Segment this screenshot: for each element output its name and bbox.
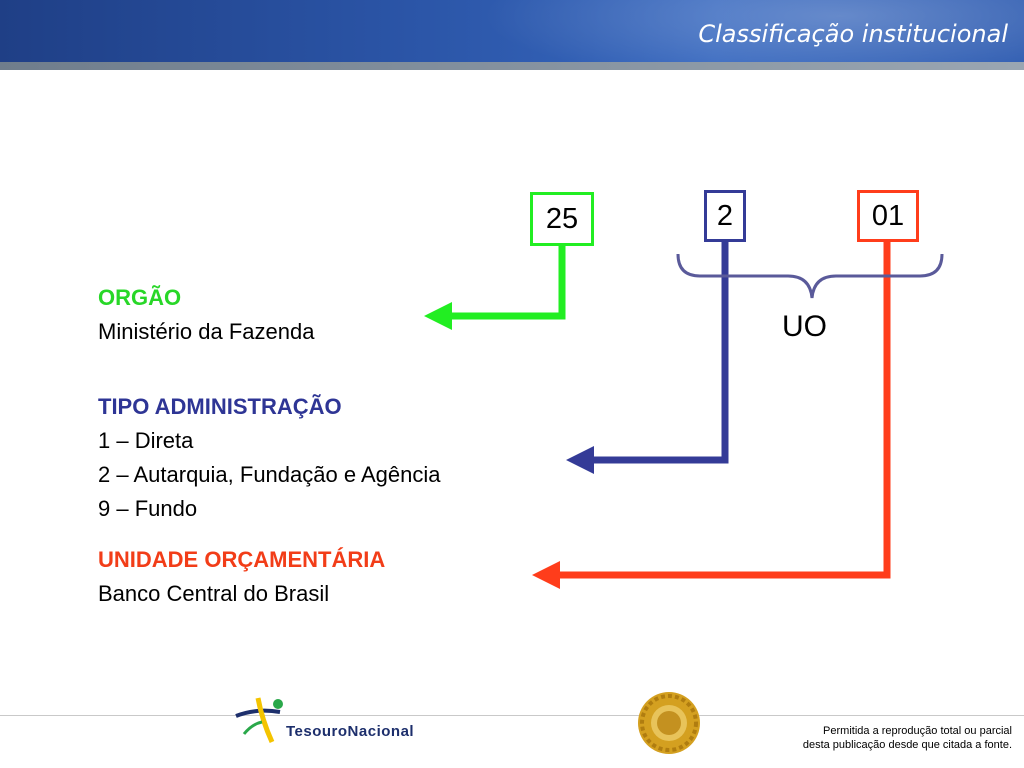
orgao-block: ORGÃO Ministério da Fazenda [98, 281, 314, 349]
uo-connector [558, 242, 891, 579]
orgao-code: 25 [545, 202, 579, 235]
header-underline [0, 62, 1024, 70]
tipo-line: 2 – Autarquia, Fundação e Agência [98, 462, 441, 487]
uo-title: UNIDADE ORÇAMENTÁRIA [98, 547, 386, 572]
tipo-title: TIPO ADMINISTRAÇÃO [98, 394, 342, 419]
footer-note: Permitida a reprodução total ou parcial … [803, 724, 1012, 752]
tipo-code-box: 2 [704, 190, 746, 242]
uo-arrowhead [532, 561, 560, 589]
footer-divider [0, 715, 1024, 716]
tipo-line: 1 – Direta [98, 428, 194, 453]
uo-brace [676, 253, 944, 299]
cfc-seal-icon [638, 692, 700, 754]
tipo-connector [592, 242, 729, 464]
tesouro-logo-icon [235, 697, 283, 744]
orgao-arrowhead [424, 302, 452, 330]
uo-code-box: 01 [857, 190, 919, 242]
header-glow [420, 0, 1024, 62]
orgao-connector [450, 246, 566, 320]
orgao-title: ORGÃO [98, 285, 182, 310]
header-banner: Classificação institucional [0, 0, 1024, 62]
orgao-line: Ministério da Fazenda [98, 319, 315, 344]
slide-title: Classificação institucional [698, 20, 1008, 48]
uo-code: 01 [871, 199, 905, 232]
tesouro-brand: TesouroNacional [286, 723, 415, 740]
tipo-line: 9 – Fundo [98, 496, 198, 521]
tipo-code: 2 [716, 199, 734, 232]
uo-label: UO [782, 310, 827, 343]
uo-block: UNIDADE ORÇAMENTÁRIA Banco Central do Br… [98, 543, 385, 611]
uo-line: Banco Central do Brasil [98, 581, 330, 606]
footer-note-line: Permitida a reprodução total ou parcial [823, 725, 1012, 737]
orgao-code-box: 25 [530, 192, 594, 246]
footer-note-line: desta publicação desde que citada a font… [802, 739, 1012, 751]
tipo-arrowhead [566, 446, 594, 474]
tipo-block: TIPO ADMINISTRAÇÃO 1 – Direta 2 – Autarq… [98, 390, 440, 526]
